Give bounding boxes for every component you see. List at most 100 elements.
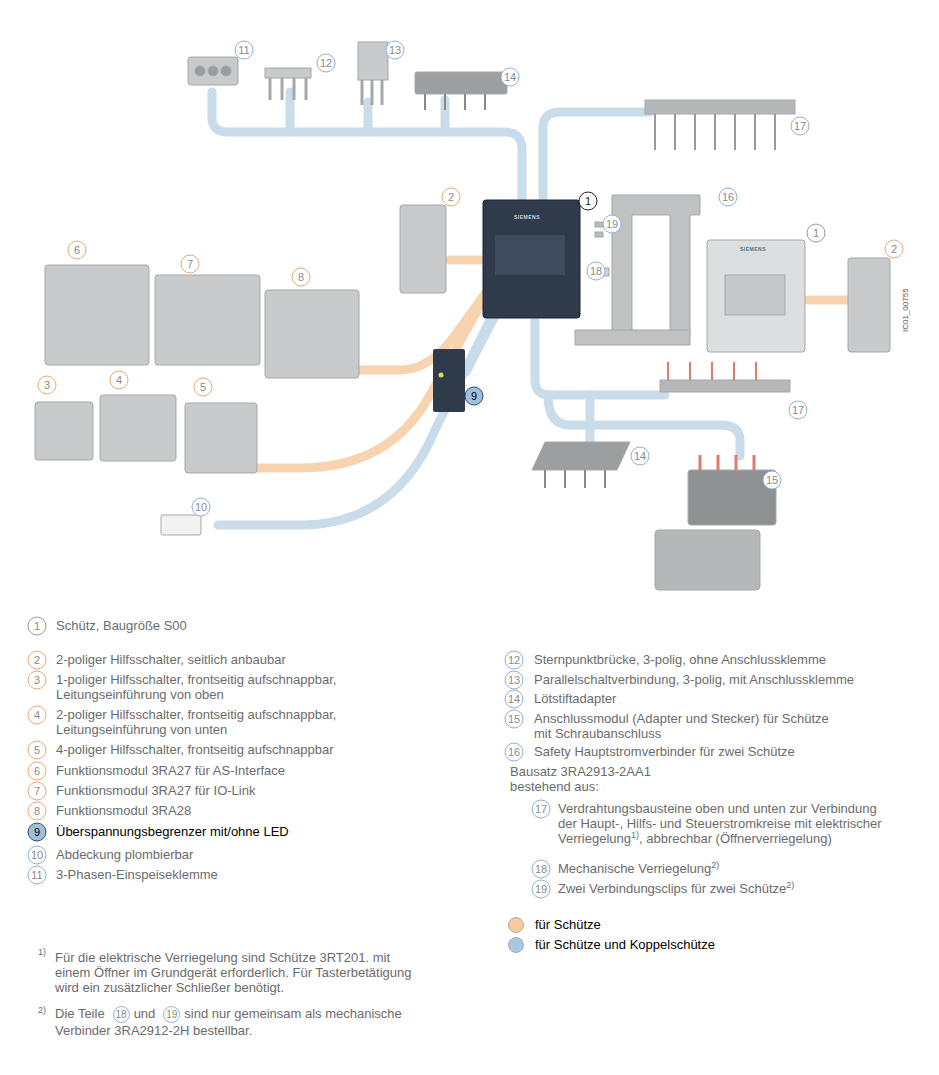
callout-number: 18	[587, 262, 606, 281]
pins	[545, 470, 605, 488]
item-text: Die Teile	[55, 1006, 105, 1021]
callout-number: 4	[110, 371, 129, 390]
aux-switch	[848, 258, 890, 352]
callout-number: 13	[505, 671, 524, 690]
item-text: Lötstiftadapter	[534, 691, 616, 706]
item-text: Überspannungsbegrenzer mit/ohne LED	[56, 824, 289, 839]
callout-number: 18	[113, 1006, 130, 1023]
connection-module	[655, 530, 760, 590]
callout-number: 8	[292, 268, 311, 287]
legend-swatch	[508, 937, 524, 953]
callout-number: 12	[505, 651, 524, 670]
screw	[195, 66, 205, 76]
screw	[221, 66, 231, 76]
callout-number: 3	[38, 376, 57, 395]
clip	[595, 232, 603, 237]
item-text: Anschlussmodul (Adapter und Stecker) für…	[534, 711, 839, 741]
aux-switch	[100, 395, 176, 461]
item-text: 1-poliger Hilfsschalter, frontseitig auf…	[56, 672, 356, 702]
pins	[270, 78, 306, 100]
cover	[161, 515, 201, 535]
callout-number: 19	[603, 215, 622, 234]
brand-text: SIEMENS	[514, 214, 540, 220]
callout-number: 9	[465, 387, 484, 406]
pins	[362, 80, 382, 105]
callout-number: 17	[532, 800, 551, 819]
callout-number: 19	[163, 1006, 180, 1023]
callout-number: 7	[28, 782, 47, 801]
callout-number: 14	[501, 68, 520, 87]
contactor-face	[495, 235, 565, 275]
item-text: Schütz, Baugröße S00	[56, 618, 187, 633]
safety-connector	[612, 195, 700, 340]
item-text: 3-Phasen-Einspeiseklemme	[56, 867, 218, 882]
item-text: Funktionsmodul 3RA27 für IO-Link	[56, 783, 255, 798]
aux-switch	[400, 205, 446, 293]
brand-text: SIEMENS	[740, 246, 766, 252]
item-text: Parallelschaltverbindung, 3-polig, mit A…	[534, 672, 854, 687]
tube	[256, 288, 490, 468]
callout-number: 7	[181, 255, 200, 274]
item-text: und	[134, 1006, 156, 1021]
footnote-mark: 1)	[631, 830, 639, 840]
callout-number: 19	[532, 880, 551, 899]
callout-number: 14	[631, 447, 650, 466]
wiring-module	[660, 380, 790, 392]
screw	[208, 66, 218, 76]
callout-number: 5	[28, 741, 47, 760]
text-group: Verdrahtungsbausteine oben und unten zur…	[558, 801, 888, 846]
pins	[668, 362, 756, 380]
item-text: Abdeckung plombierbar	[56, 847, 193, 862]
callout-number: 2	[28, 651, 47, 670]
function-module	[45, 265, 149, 365]
callout-number: 12	[317, 54, 336, 73]
item-text: Bausatz 3RA2913-2AA1 bestehend aus:	[510, 764, 680, 794]
led	[439, 373, 444, 378]
legend-swatch	[508, 917, 524, 933]
item-text: 4-poliger Hilfsschalter, frontseitig auf…	[56, 742, 333, 757]
callout-number: 1	[807, 224, 826, 243]
callout-number: 4	[28, 706, 47, 725]
callout-number: 3	[28, 671, 47, 690]
callout-number: 1	[579, 192, 598, 211]
tube	[212, 92, 522, 205]
feed-terminal	[188, 57, 238, 85]
callout-number: 2	[442, 188, 461, 207]
parallel-link	[358, 42, 388, 80]
safety-connector	[575, 330, 690, 345]
item-text: Mechanische Verriegelung	[558, 861, 711, 876]
callout-number: 6	[68, 241, 87, 260]
tube	[364, 102, 373, 132]
pins	[425, 94, 485, 110]
callout-number: 17	[791, 117, 810, 136]
legend-text: für Schütze und Koppelschütze	[535, 937, 715, 952]
tube	[450, 256, 481, 265]
text-group: Mechanische Verriegelung2)	[558, 861, 719, 876]
callout-number: 10	[28, 846, 47, 865]
contactor-face	[725, 275, 785, 315]
callout-number: 2	[885, 240, 904, 259]
legend-text: für Schütze	[535, 917, 601, 932]
contactor	[483, 200, 580, 318]
item-text: 2-poliger Hilfsschalter, seitlich anbaub…	[56, 652, 286, 667]
callout-number: 11	[28, 866, 47, 885]
callout-number: 15	[763, 471, 782, 490]
solder-adapter	[532, 442, 630, 470]
footnote-mark: 2)	[38, 1006, 46, 1015]
callout-number: 15	[505, 710, 524, 729]
callout-number: 9	[28, 823, 47, 842]
callout-number: 16	[505, 743, 524, 762]
callout-number: 8	[28, 802, 47, 821]
callout-number: 18	[532, 860, 551, 879]
item-text: 2-poliger Hilfsschalter, frontseitig auf…	[56, 707, 356, 737]
aux-switch	[35, 402, 93, 460]
callout-number: 1	[28, 617, 47, 636]
aux-switch	[185, 403, 257, 473]
wiring-module	[645, 100, 795, 114]
blue-tubes	[212, 92, 740, 525]
callout-number: 16	[719, 188, 738, 207]
footnote-mark: 1)	[38, 948, 46, 957]
tube	[586, 395, 595, 442]
text-group: Die Teile18und19sind nur gemeinsam als m…	[55, 1006, 425, 1038]
